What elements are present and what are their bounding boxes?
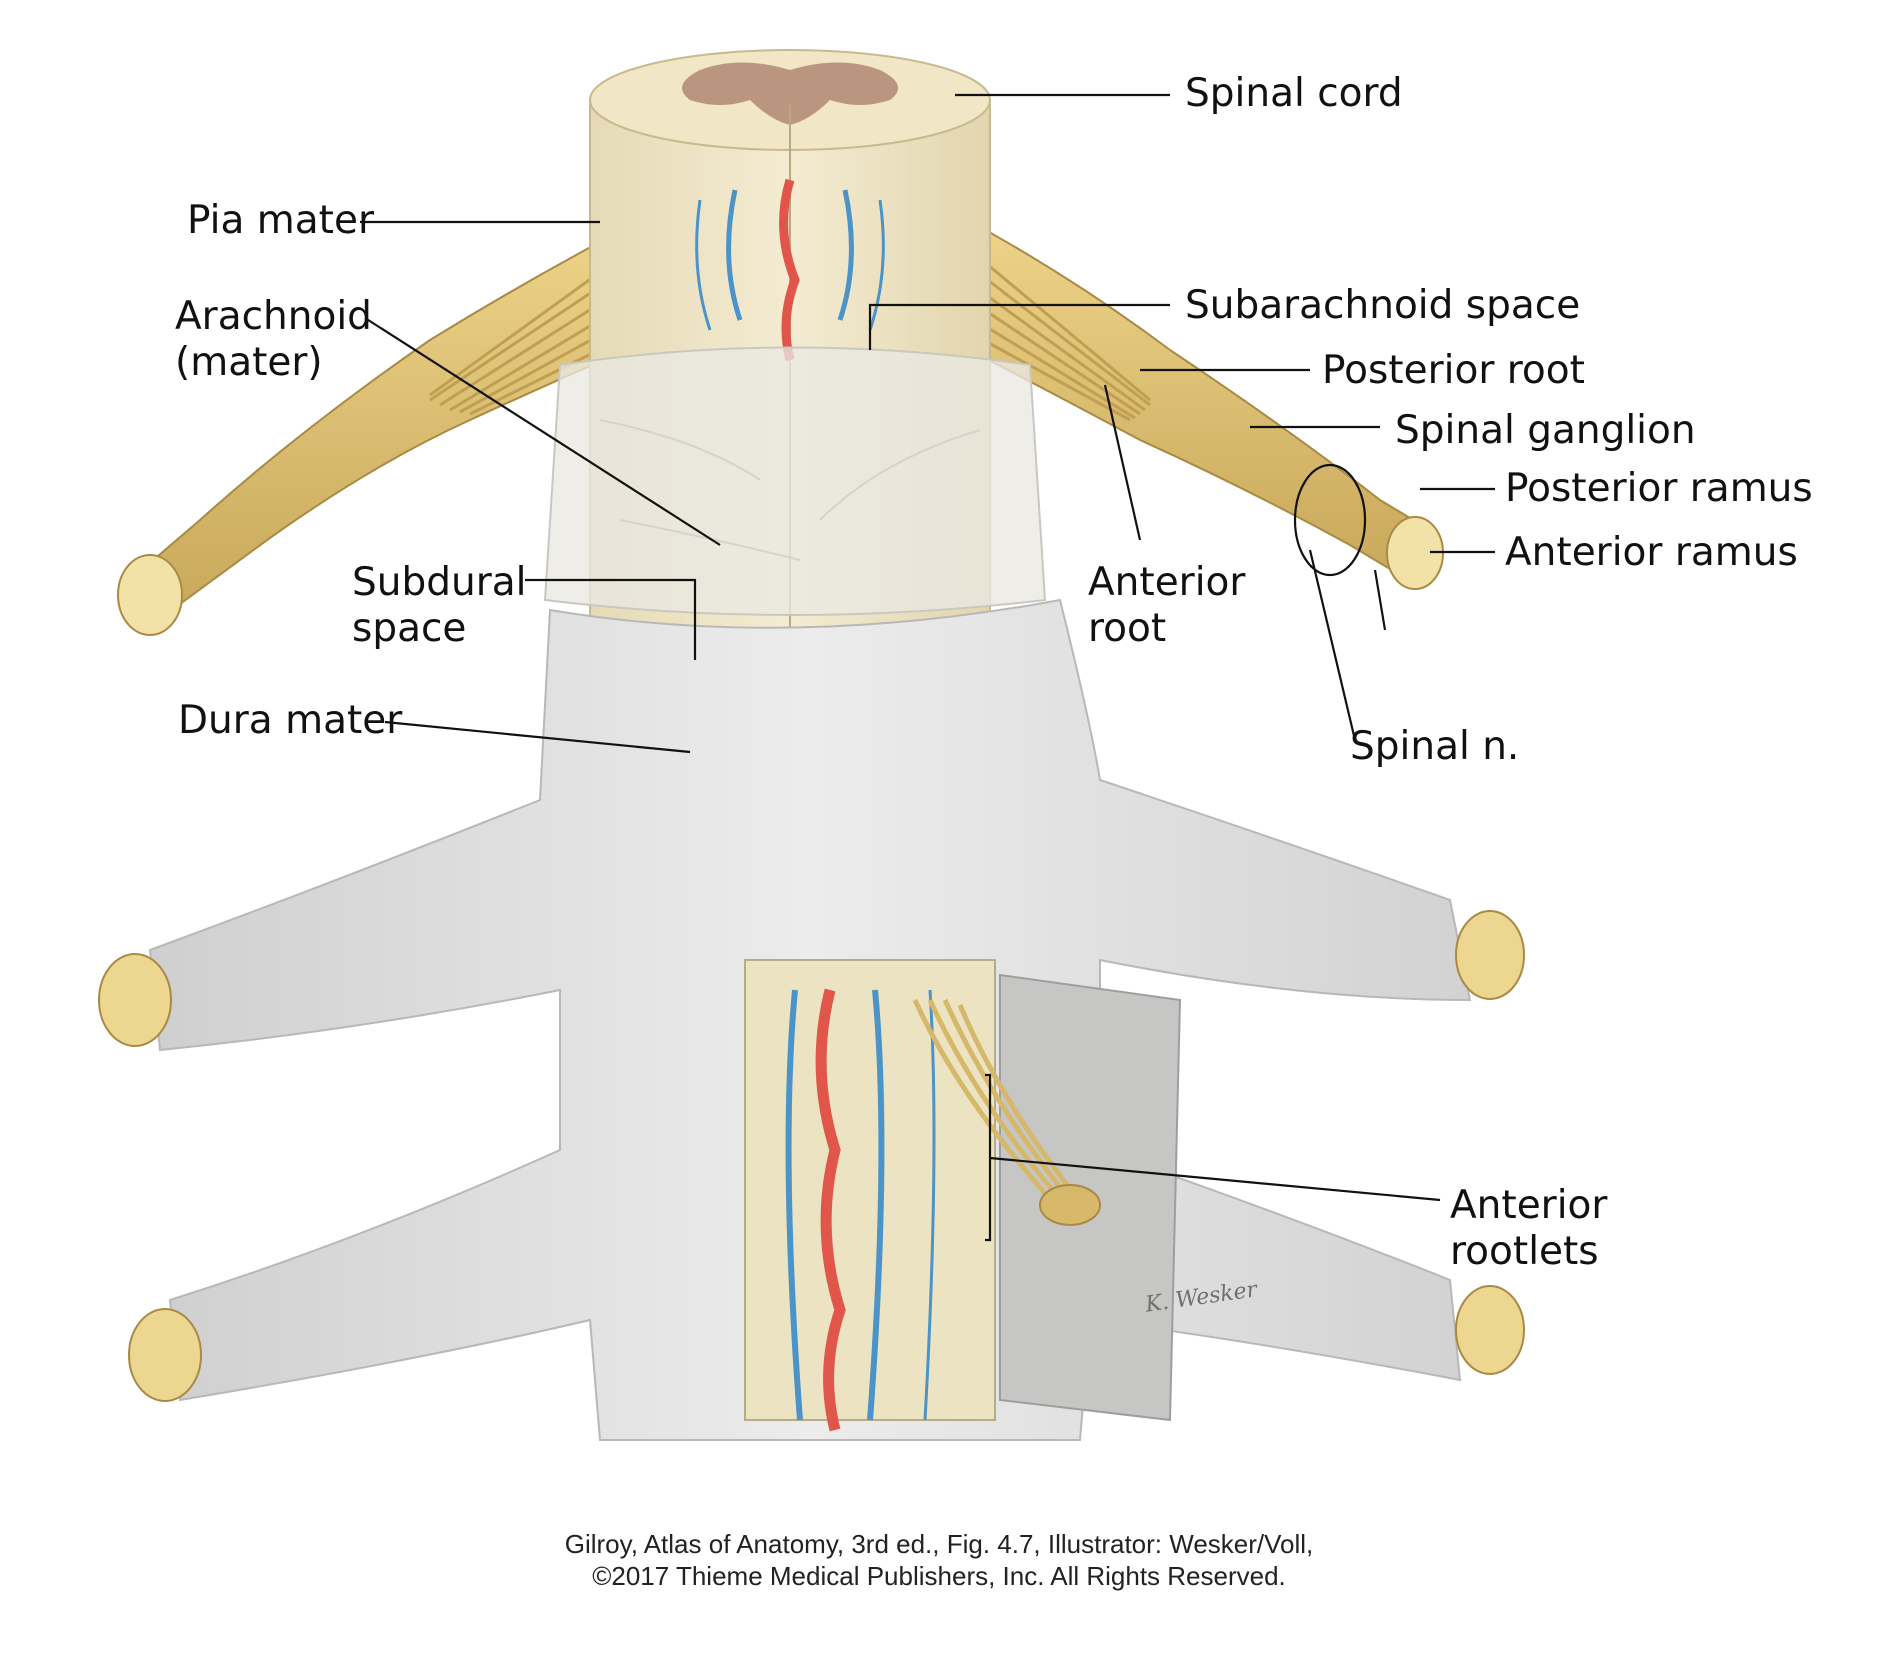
label-posterior-ramus: Posterior ramus bbox=[1505, 466, 1813, 511]
label-spinal-n: Spinal n. bbox=[1350, 724, 1520, 769]
leader-lines bbox=[360, 93, 1495, 1242]
label-subarachnoid-space: Subarachnoid space bbox=[1185, 283, 1581, 328]
opened-dura-window bbox=[744, 959, 1182, 1432]
label-arachnoid: Arachnoid (mater) bbox=[175, 294, 372, 385]
label-posterior-root: Posterior root bbox=[1322, 348, 1585, 393]
caption-line-2: ©2017 Thieme Medical Publishers, Inc. Al… bbox=[592, 1561, 1286, 1591]
lower-nerve-stumps bbox=[98, 910, 1525, 1402]
caption-line-1: Gilroy, Atlas of Anatomy, 3rd ed., Fig. … bbox=[564, 1529, 1314, 1559]
label-dura-mater: Dura mater bbox=[178, 698, 403, 743]
upper-cord-vessels bbox=[695, 178, 885, 362]
grey-matter bbox=[682, 62, 898, 125]
label-pia-mater: Pia mater bbox=[187, 198, 375, 243]
label-subdural-space: Subdural space bbox=[352, 560, 527, 651]
arachnoid-sheath bbox=[543, 346, 1047, 616]
label-anterior-rootlets: Anterior rootlets bbox=[1450, 1183, 1608, 1274]
anterior-rootlets-bundle bbox=[912, 998, 1101, 1226]
label-spinal-cord: Spinal cord bbox=[1185, 71, 1403, 116]
right-upper-spinal-nerve bbox=[909, 188, 1444, 590]
label-spinal-ganglion: Spinal ganglion bbox=[1395, 408, 1696, 453]
left-upper-spinal-nerve bbox=[117, 188, 701, 636]
label-anterior-root: Anterior root bbox=[1088, 560, 1246, 651]
label-anterior-ramus: Anterior ramus bbox=[1505, 530, 1798, 575]
